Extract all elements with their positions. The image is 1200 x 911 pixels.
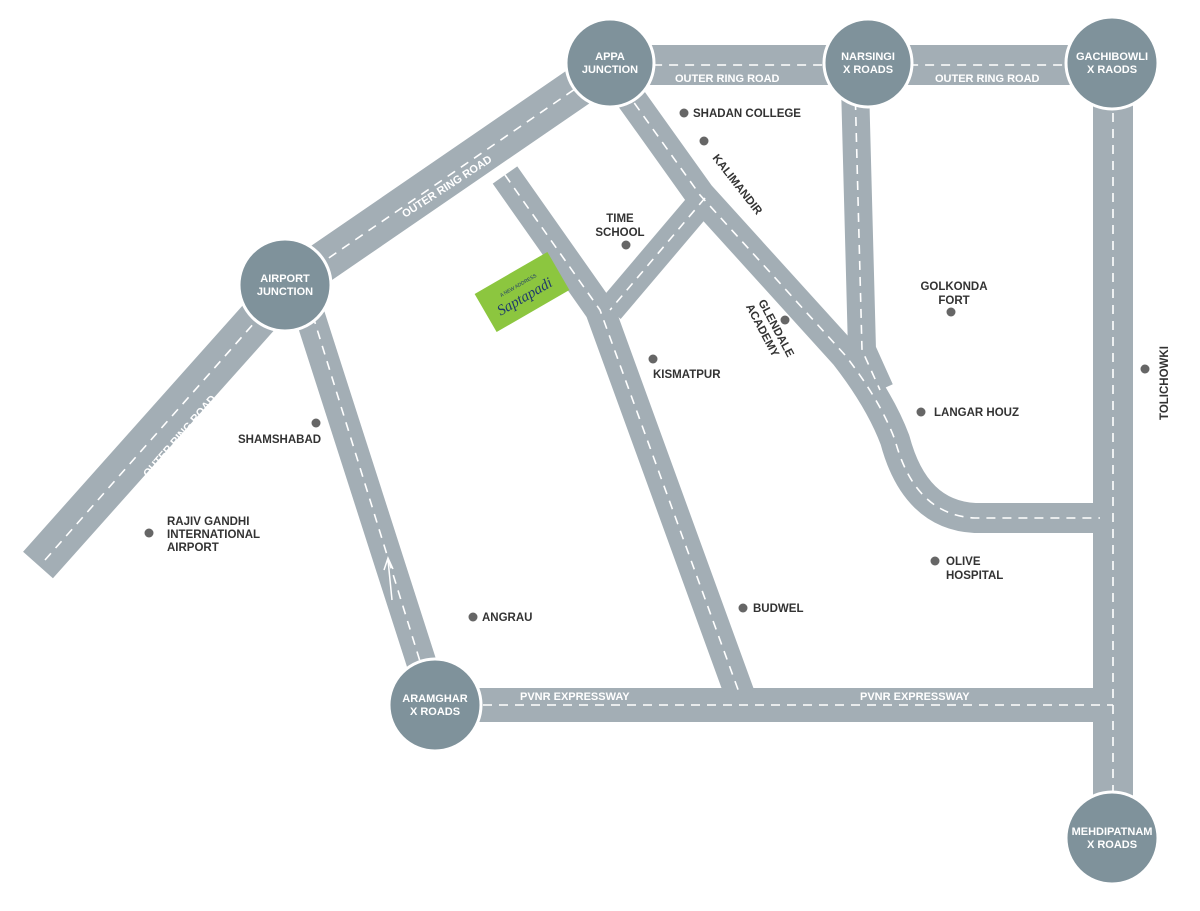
road-label: PVNR EXPRESSWAY (860, 691, 970, 703)
place-kismatpur: KISMATPUR (653, 369, 721, 381)
place-angrau: ANGRAU (482, 612, 532, 624)
place-langar-houz: LANGAR HOUZ (934, 407, 1019, 419)
road-label: TOLICHOWKI (1159, 346, 1171, 420)
road-label: OUTER RING ROAD (675, 73, 780, 85)
place-shadan-college: SHADAN COLLEGE (693, 108, 801, 120)
road-label: PVNR EXPRESSWAY (520, 691, 630, 703)
kismatpur-road (492, 166, 755, 701)
place-budwel: BUDWEL (753, 603, 803, 615)
road-label: OUTER RING ROAD (935, 73, 1040, 85)
place-shamshabad: SHAMSHABAD (238, 434, 321, 446)
roads (23, 45, 1133, 840)
direction-arrow-icon (383, 555, 394, 601)
